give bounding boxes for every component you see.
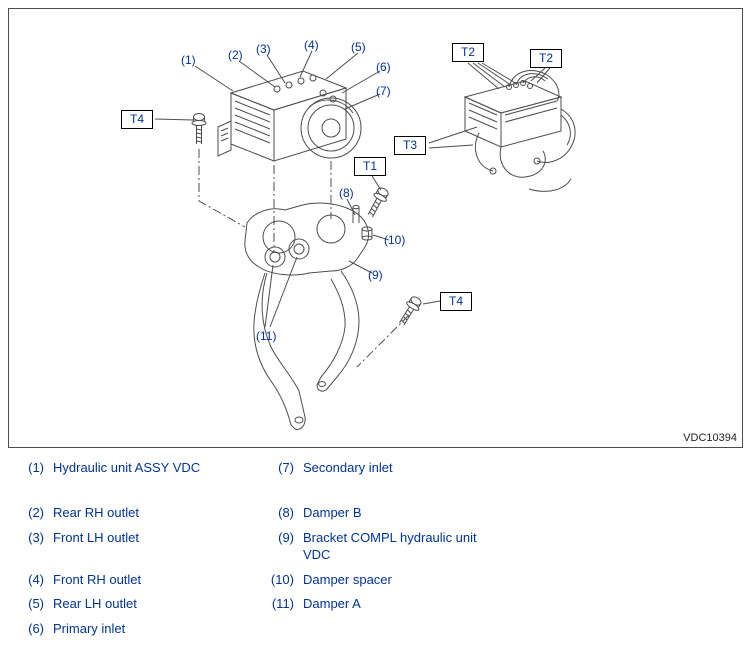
legend-num: (4): [28, 571, 44, 587]
legend-item-5: (5) Rear LH outlet: [18, 596, 268, 613]
legend-item-11: (11) Damper A: [268, 596, 361, 613]
legend-num: (8): [278, 504, 294, 520]
legend-num: (1): [28, 460, 44, 475]
callout-6: (6): [376, 60, 391, 74]
legend-num: (9): [278, 529, 294, 545]
legend-text: Front RH outlet: [53, 571, 142, 587]
callout-8: (8): [339, 186, 354, 200]
torque-label-t2-left: T2: [452, 43, 485, 62]
legend-item-1: (1) Hydraulic unit ASSY VDC: [18, 460, 268, 477]
callout-4: (4): [304, 38, 319, 52]
callout-10: (10): [384, 233, 406, 247]
legend-num: (6): [28, 621, 44, 637]
legend-num: (3): [28, 529, 44, 545]
callout-3: (3): [256, 42, 271, 56]
torque-label-t2-right: T2: [530, 49, 563, 68]
diagram-line-art: [154, 50, 576, 430]
legend-row: (4) Front RH outlet (10) Damper spacer: [18, 572, 740, 589]
legend-item-4: (4) Front RH outlet: [18, 572, 268, 589]
callout-1: (1): [181, 53, 196, 67]
legend-text: Primary inlet: [53, 621, 126, 637]
torque-label-t4-left: T4: [121, 110, 154, 129]
legend-item-2: (2) Rear RH outlet: [18, 505, 268, 522]
figure-code: VDC10394: [683, 432, 737, 444]
legend-text: Bracket COMPL hydraulic unit VDC: [303, 529, 477, 562]
legend-num: (11): [271, 596, 294, 612]
callout-11: (11): [256, 329, 277, 343]
torque-label-t4-right: T4: [440, 292, 473, 311]
legend-item-8: (8) Damper B: [268, 504, 362, 522]
leader-lines: [154, 50, 551, 328]
legend-row: (2) Rear RH outlet (8) Damper B: [18, 505, 740, 522]
legend-text: Secondary inlet: [303, 460, 393, 475]
legend-text: Hydraulic unit ASSY VDC: [53, 460, 201, 475]
torque-label-t3: T3: [394, 136, 427, 155]
pipe-detail-art: [463, 70, 576, 192]
legend-num: (10): [270, 571, 294, 587]
callout-9: (9): [368, 268, 383, 282]
legend-row: (5) Rear LH outlet (11) Damper A: [18, 596, 740, 613]
legend-text: Damper A: [303, 596, 361, 612]
callout-5: (5): [351, 40, 366, 54]
bolt-t1-art: [363, 185, 392, 220]
legend-row: (6) Primary inlet: [18, 621, 740, 638]
callout-7: (7): [376, 84, 391, 98]
alignment-lines: [198, 149, 410, 368]
legend-num: (7): [278, 460, 294, 475]
bracket-art: [244, 202, 373, 430]
legend-text: Damper spacer: [303, 571, 392, 587]
callout-2: (2): [228, 48, 243, 62]
legend-item-10: (10) Damper spacer: [268, 572, 392, 589]
diagram-panel: (1) (2) (3) (4) (5) (6) (7) (8) (9) (10)…: [8, 8, 743, 448]
legend-text: Rear LH outlet: [53, 596, 137, 612]
bolt-t4-right-art: [395, 293, 425, 329]
legend-item-6: (6) Primary inlet: [18, 621, 268, 638]
legend-text: Front LH outlet: [53, 529, 139, 545]
legend-num: (2): [28, 504, 44, 520]
hydraulic-unit-art: [217, 70, 362, 162]
torque-label-t1: T1: [354, 157, 387, 176]
legend-item-7: (7) Secondary inlet: [268, 460, 393, 477]
legend-num: (5): [28, 596, 44, 612]
legend: (1) Hydraulic unit ASSY VDC (7) Secondar…: [18, 460, 740, 646]
legend-row: (1) Hydraulic unit ASSY VDC (7) Secondar…: [18, 460, 740, 477]
bolt-t4-left-art: [191, 113, 207, 145]
legend-text: Rear RH outlet: [53, 504, 139, 520]
legend-item-9: (9) Bracket COMPL hydraulic unit VDC: [268, 530, 477, 564]
legend-item-3: (3) Front LH outlet: [18, 530, 268, 547]
legend-row: (3) Front LH outlet (9) Bracket COMPL hy…: [18, 530, 740, 564]
legend-text: Damper B: [303, 504, 362, 520]
